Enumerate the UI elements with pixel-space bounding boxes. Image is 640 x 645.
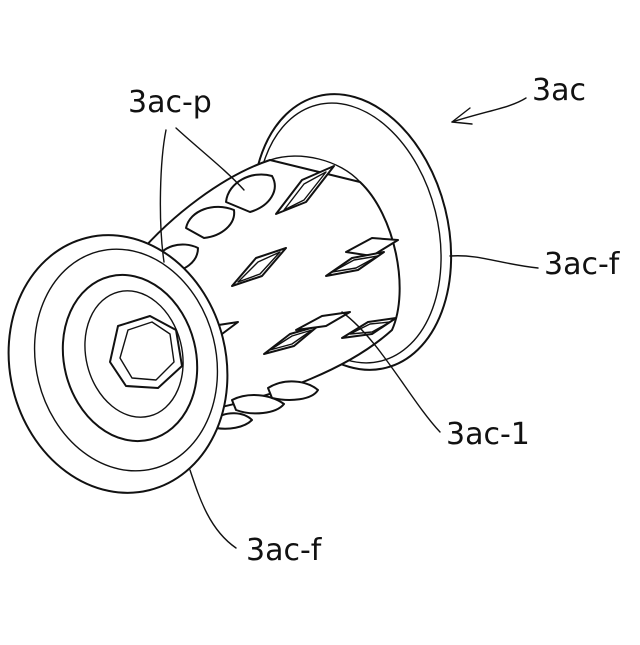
label-protrusion: 3ac-p (128, 88, 212, 118)
label-body: 3ac-1 (446, 420, 530, 450)
label-assembly: 3ac (532, 76, 586, 106)
label-flange-left: 3ac-f (246, 536, 321, 566)
label-flange-right: 3ac-f (544, 250, 619, 280)
